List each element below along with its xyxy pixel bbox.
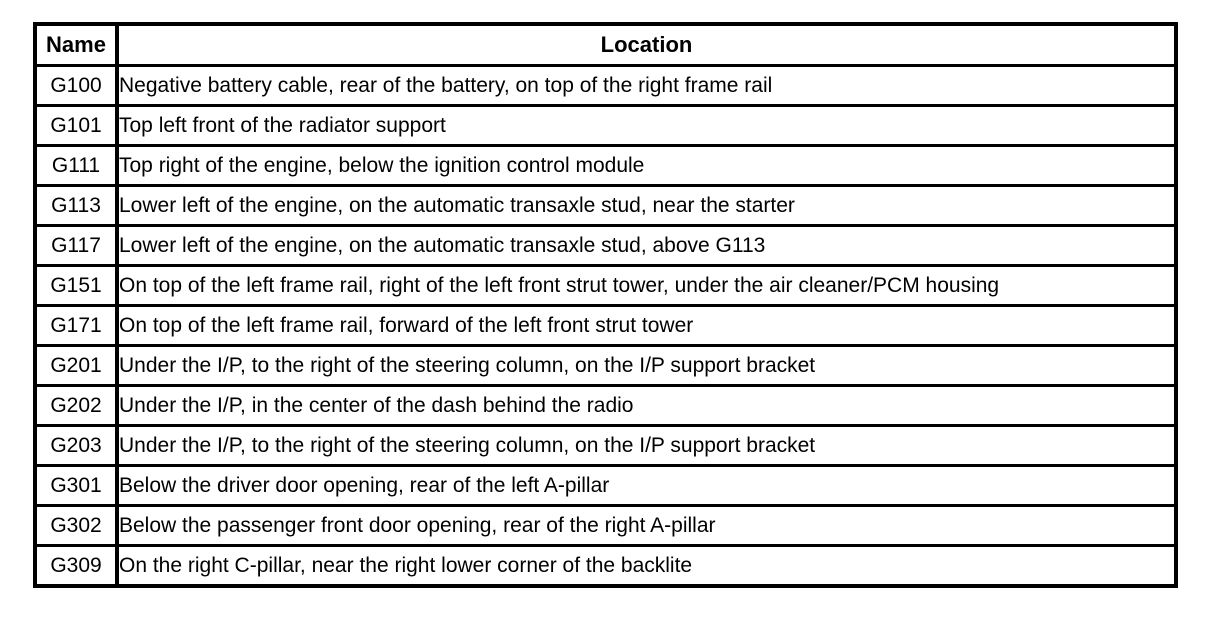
cell-ground-location: Below the passenger front door opening, … — [116, 504, 1177, 547]
cell-ground-location: On top of the left frame rail, forward o… — [116, 304, 1177, 347]
cell-ground-name: G171 — [34, 304, 119, 347]
cell-ground-name: G202 — [34, 384, 119, 427]
cell-ground-location: On the right C-pillar, near the right lo… — [116, 544, 1177, 588]
cell-ground-location: Lower left of the engine, on the automat… — [116, 184, 1177, 227]
cell-ground-name: G117 — [34, 224, 119, 267]
cell-ground-name: G203 — [34, 424, 119, 467]
table-header-row: Name Location — [34, 23, 1177, 67]
column-header-location: Location — [116, 23, 1177, 67]
cell-ground-location: On top of the left frame rail, right of … — [116, 264, 1177, 307]
cell-ground-location: Under the I/P, in the center of the dash… — [116, 384, 1177, 427]
cell-ground-name: G302 — [34, 504, 119, 547]
cell-ground-name: G113 — [34, 184, 119, 227]
column-header-name: Name — [34, 23, 119, 67]
cell-ground-location: Negative battery cable, rear of the batt… — [116, 64, 1177, 107]
cell-ground-name: G111 — [34, 144, 119, 187]
cell-ground-name: G100 — [34, 64, 119, 107]
cell-ground-name: G309 — [34, 544, 119, 588]
cell-ground-location: Below the driver door opening, rear of t… — [116, 464, 1177, 507]
cell-ground-location: Lower left of the engine, on the automat… — [116, 224, 1177, 267]
cell-ground-location: Top left front of the radiator support — [116, 104, 1177, 147]
cell-ground-location: Under the I/P, to the right of the steer… — [116, 344, 1177, 387]
cell-ground-name: G301 — [34, 464, 119, 507]
cell-ground-name: G101 — [34, 104, 119, 147]
cell-ground-location: Under the I/P, to the right of the steer… — [116, 424, 1177, 467]
cell-ground-location: Top right of the engine, below the ignit… — [116, 144, 1177, 187]
cell-ground-name: G201 — [34, 344, 119, 387]
cell-ground-name: G151 — [34, 264, 119, 307]
table-header: Name Location — [34, 23, 1177, 67]
